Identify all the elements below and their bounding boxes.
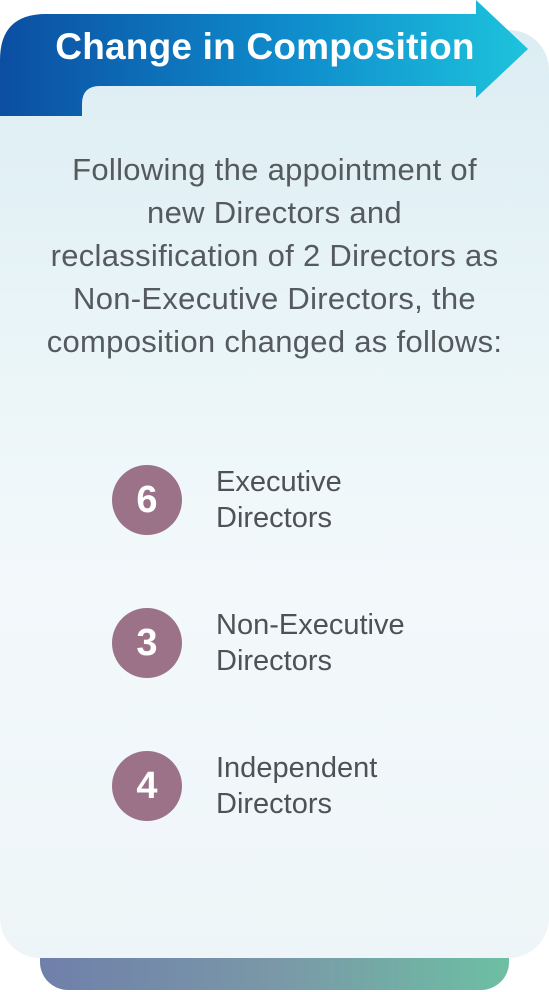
stat-executive-directors: 6 Executive Directors xyxy=(112,460,476,540)
stat-independent-directors: 4 Independent Directors xyxy=(112,746,476,826)
composition-card xyxy=(0,30,549,958)
stat-label-line1: Executive xyxy=(216,466,342,498)
intro-text: Following the appointment of new Directo… xyxy=(46,152,503,359)
stat-label-line1: Independent xyxy=(216,752,378,784)
title-banner: Change in Composition xyxy=(0,0,528,116)
arrow-banner-shape xyxy=(0,0,528,116)
stat-label: Executive Directors xyxy=(216,464,476,536)
stat-non-executive-directors: 3 Non-Executive Directors xyxy=(112,603,476,683)
stat-number-badge: 6 xyxy=(112,465,182,535)
stat-label: Independent Directors xyxy=(216,750,476,822)
stat-label-line2: Directors xyxy=(216,502,333,534)
stat-label-line2: Directors xyxy=(216,788,333,820)
stat-label-line2: Directors xyxy=(216,645,333,677)
stat-number-badge: 4 xyxy=(112,751,182,821)
stat-label-line1: Non-Executive xyxy=(216,609,405,641)
banner-title: Change in Composition xyxy=(55,26,475,67)
stat-label: Non-Executive Directors xyxy=(216,607,476,679)
stat-number-badge: 3 xyxy=(112,608,182,678)
